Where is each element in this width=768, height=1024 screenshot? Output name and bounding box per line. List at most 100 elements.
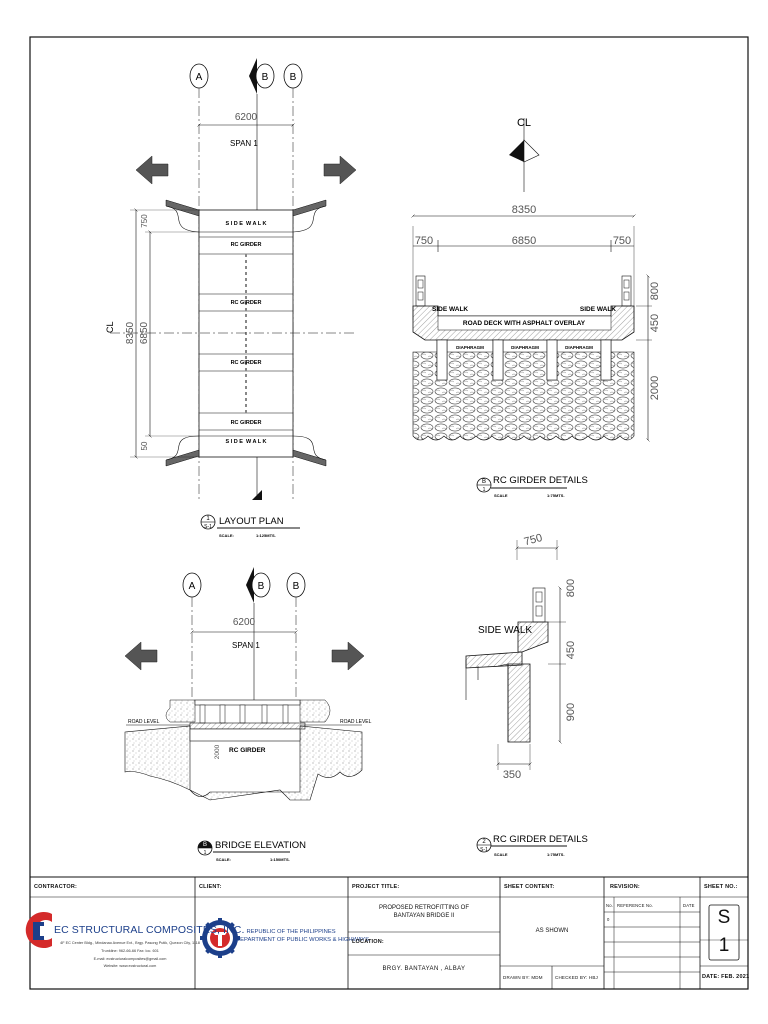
- sheet-date: DATE: FEB. 2021: [702, 974, 750, 980]
- girder-section: CL 8350 750 6850 750 SIDE WALK SIDE WALK…: [413, 117, 661, 498]
- section-sidewalk-left: SIDE WALK: [432, 306, 468, 313]
- company-email: E-mail: ecstructuralcomposites@gmail.com: [93, 957, 167, 961]
- elev-span-label: SPAN 1: [232, 641, 260, 650]
- section-cut-marker: [249, 58, 257, 94]
- section-road-deck: ROAD DECK WITH ASPHALT OVERLAY: [463, 320, 586, 327]
- plan-title-sheet: S-1: [204, 524, 212, 530]
- location-label: LOCATION:: [352, 939, 384, 945]
- plan-dim-750: 750: [140, 214, 149, 228]
- elev-arrow-left-icon: [124, 641, 158, 671]
- plan-scale-value: 1:125MTS.: [256, 533, 276, 538]
- arrow-right-icon: [323, 155, 357, 185]
- elev-grid-b-right: B: [293, 581, 300, 592]
- elev-span-dimension: 6200: [233, 617, 256, 628]
- sheet-no-label: SHEET NO.:: [704, 884, 738, 890]
- section-dim-800: 800: [649, 282, 661, 300]
- detail-title: RC GIRDER DETAILS: [493, 834, 588, 845]
- section-title: RC GIRDER DETAILS: [493, 475, 588, 486]
- elev-title: BRIDGE ELEVATION: [215, 840, 306, 851]
- revision-no-header: No.: [606, 903, 614, 908]
- section-scale-label: SCALE: [494, 493, 508, 498]
- contractor-label: CONTRACTOR:: [34, 884, 78, 890]
- plan-dim-50: 50: [140, 441, 149, 450]
- project-title-1: PROPOSED RETROFITTING OF: [378, 905, 469, 911]
- dpwh-seal: [200, 918, 240, 958]
- client-line-1: REPUBLIC OF THE PHILIPPINES: [246, 929, 336, 935]
- detail-dim-350: 350: [503, 769, 521, 781]
- checked-by: CHECKED BY: HBJ: [555, 975, 599, 980]
- location-value: BRGY. BANTAYAN , ALBAY: [382, 966, 466, 972]
- elev-arrow-right-icon: [331, 641, 365, 671]
- elev-title-num: B: [203, 842, 207, 848]
- detail-dim-900: 900: [565, 703, 577, 721]
- company-phone: Trunkline: 962-66-66 Fax: loc. 601: [101, 949, 159, 953]
- project-title-2: BANTAYAN BRIDGE II: [393, 913, 455, 919]
- detail-dim-750: 750: [523, 532, 544, 548]
- sheet-content-value: AS SHOWN: [535, 928, 569, 934]
- section-scale-value: 1:75MTS.: [547, 493, 565, 498]
- section-diaphragm-2: DIAPHRAGM: [511, 345, 539, 350]
- elev-scale-value: 1:150MTS.: [270, 857, 290, 862]
- elev-road-level-right: ROAD LEVEL: [340, 719, 372, 725]
- client-line-2: DEPARTMENT OF PUBLIC WORKS & HIGHWAYS: [236, 937, 370, 943]
- plan-girder-3: RC GIRDER: [231, 360, 262, 366]
- revision-label: REVISION:: [610, 884, 640, 890]
- section-dim-750-right: 750: [613, 235, 631, 247]
- company-logo: [25, 912, 52, 948]
- detail-dim-450: 450: [565, 641, 577, 659]
- revision-reference-header: REFERENCE No.: [617, 903, 654, 908]
- elev-rc-girder: RC GIRDER: [229, 747, 266, 754]
- elev-title-sheet: 1: [204, 850, 207, 856]
- plan-girder-2: RC GIRDER: [231, 300, 262, 306]
- project-title-label: PROJECT TITLE:: [352, 884, 400, 890]
- elev-road-level-left: ROAD LEVEL: [128, 719, 160, 725]
- plan-girder-1: RC GIRDER: [231, 242, 262, 248]
- company-website: Website: www.ecstructural.com: [103, 964, 157, 968]
- detail-scale-value: 1:75MTS.: [547, 852, 565, 857]
- girder-detail: 750 SIDE WALK 800 450 900 350 2 S-1 RC G…: [465, 532, 588, 857]
- section-title-num: B: [482, 479, 486, 485]
- section-dim-2000: 2000: [649, 376, 661, 400]
- revision-date-header: DATE: [683, 903, 695, 908]
- elev-grid-a: A: [189, 581, 196, 592]
- elev-scale-label: SCALE:: [216, 857, 231, 862]
- sheet-letter: S: [717, 907, 731, 928]
- plan-girder-4: RC GIRDER: [231, 420, 262, 426]
- section-dim-450: 450: [649, 314, 661, 332]
- detail-sidewalk-label: SIDE WALK: [478, 625, 532, 636]
- plan-dim-6850: 6850: [139, 321, 150, 344]
- arrow-left-icon: [135, 155, 169, 185]
- plan-cl-marker: CL: [105, 321, 115, 333]
- plan-scale-label: SCALE:: [219, 533, 234, 538]
- company-name: EC STRUCTURAL COMPOSITES, INC.: [54, 924, 245, 936]
- company-address: 4F EC Center Bldg., Mindanao Avenue Ext.…: [60, 941, 200, 945]
- plan-title-num: 1: [206, 516, 210, 522]
- detail-title-sheet: S-1: [480, 847, 488, 853]
- sheet-border: [29, 36, 749, 990]
- client-name: REPUBLIC OF THE PHILIPPINES DEPARTMENT O…: [236, 928, 370, 944]
- section-dim-8350: 8350: [512, 204, 536, 216]
- plan-dim-8350: 8350: [125, 321, 136, 344]
- client-label: CLIENT:: [199, 884, 222, 890]
- drawn-by: DRAWN BY: MDM: [503, 975, 543, 980]
- section-title-sheet: 1: [483, 487, 486, 493]
- plan-sidewalk-top: S I D E W A L K: [225, 221, 266, 227]
- section-sidewalk-right: SIDE WALK: [580, 306, 616, 313]
- revision-row-0: 0: [607, 917, 610, 922]
- detail-scale-label: SCALE: [494, 852, 508, 857]
- section-dim-6850: 6850: [512, 235, 536, 247]
- grid-label-a: A: [196, 72, 203, 83]
- span-dimension: 6200: [235, 112, 258, 123]
- section-cl-marker: CL: [517, 117, 531, 129]
- elev-grid-b: B: [258, 581, 265, 592]
- plan-sidewalk-bottom: S I D E W A L K: [225, 439, 266, 445]
- detail-dim-800: 800: [565, 579, 577, 597]
- detail-title-num: 2: [482, 839, 486, 845]
- section-diaphragm-1: DIAPHRAGM: [456, 345, 484, 350]
- sheet-content-label: SHEET CONTENT:: [504, 884, 555, 890]
- plan-title: LAYOUT PLAN: [219, 516, 284, 527]
- span-label: SPAN 1: [230, 139, 258, 148]
- sheet-number: 1: [718, 935, 730, 956]
- layout-plan: A B B 6200 SPAN 1 S I D E W A L K RC GIR…: [105, 58, 357, 538]
